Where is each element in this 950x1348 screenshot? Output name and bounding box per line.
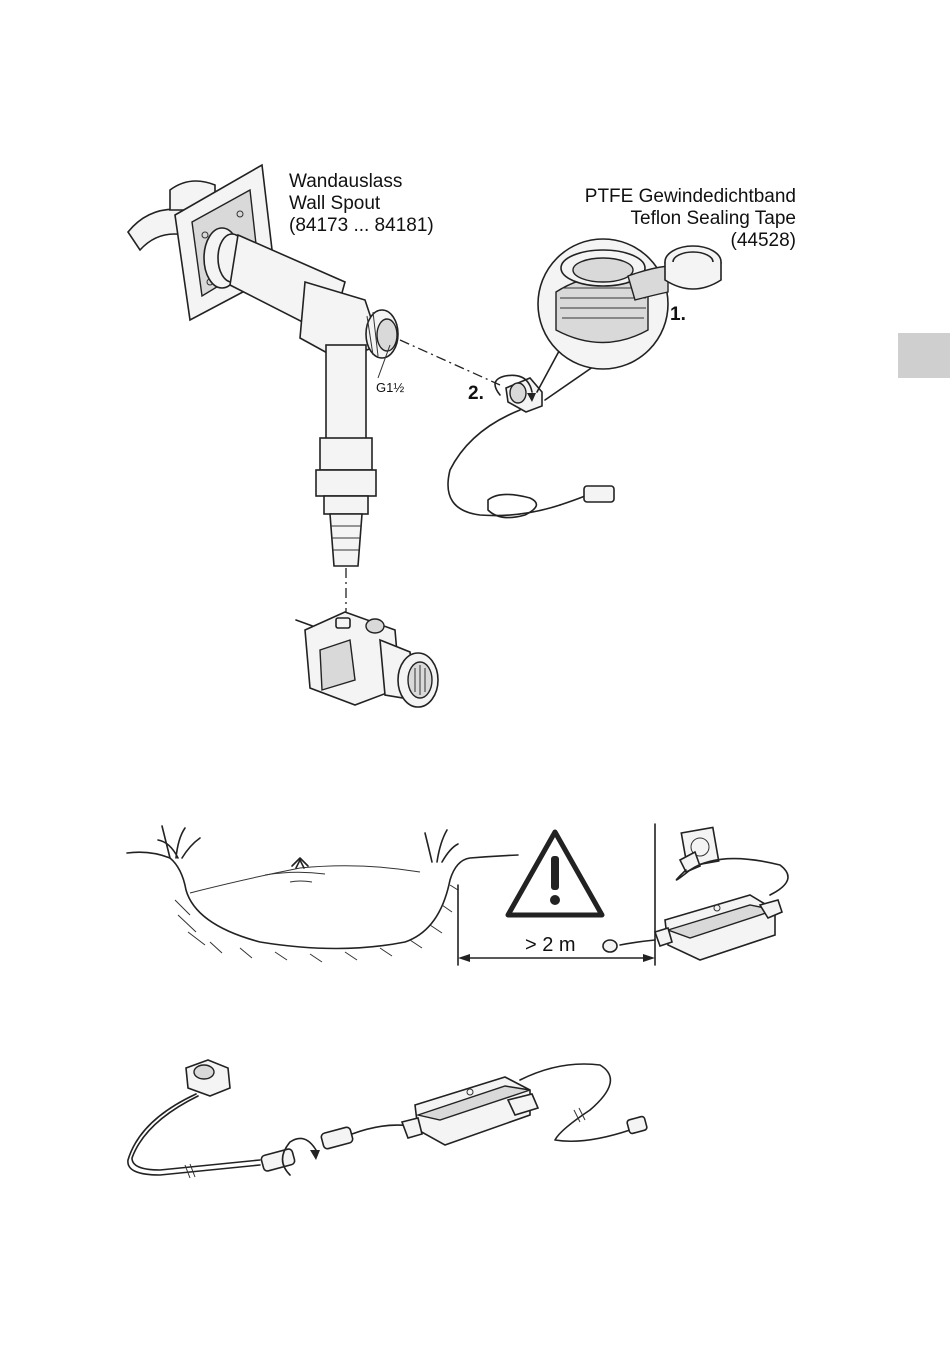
power-supply-drawing [603,827,788,960]
min-distance-label: > 2 m [525,934,576,957]
pump-drawing [296,612,438,707]
thread-detail-magnifier [537,239,721,400]
step-1-label: 1. [670,304,686,326]
pond-drawing [127,826,518,962]
arrow-head-left [458,954,470,962]
tape-label-en: Teflon Sealing Tape [540,208,796,230]
tape-label-de: PTFE Gewindedichtband [540,186,796,208]
tape-part-number: (44528) [540,230,796,252]
alignment-line [400,340,500,385]
wall-spout-label-de: Wandauslass [289,171,402,193]
warning-triangle-icon [508,832,602,915]
wall-spout-label-en: Wall Spout [289,193,380,215]
arrow-head-right [643,954,655,962]
wall-spout-part-numbers: (84173 ... 84181) [289,215,434,237]
thread-size-label: G1½ [376,380,404,395]
cable-connection-drawing [128,1060,648,1178]
step-2-label: 2. [468,383,484,405]
